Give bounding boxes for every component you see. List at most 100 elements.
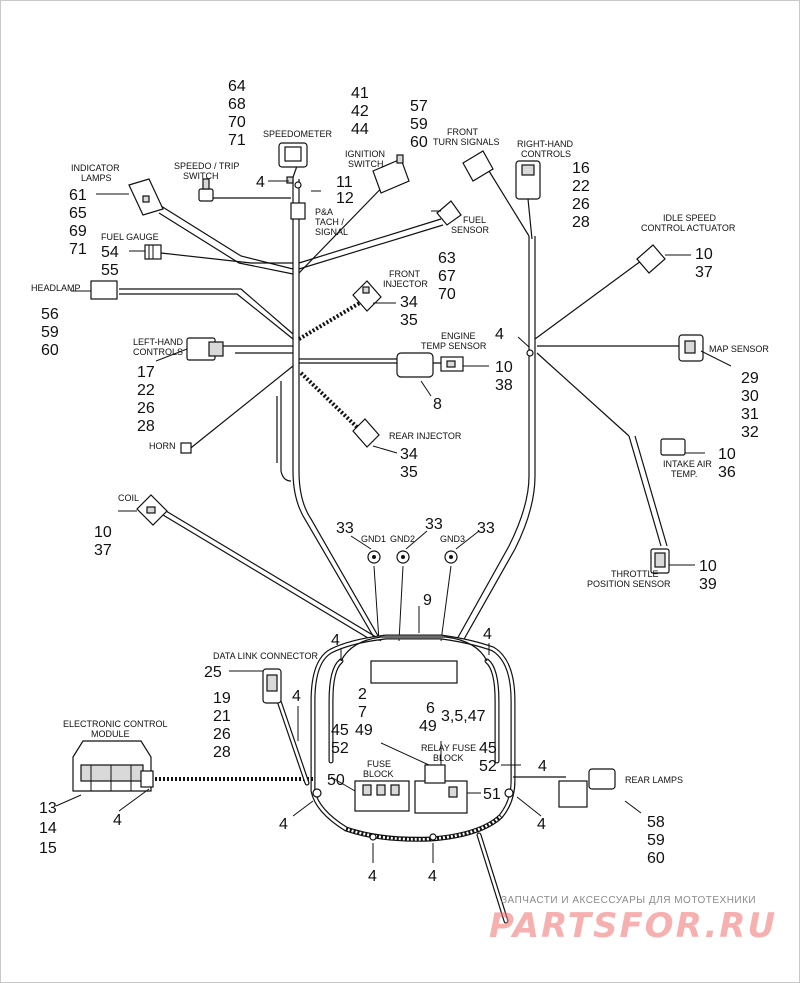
label-right-hand-1: RIGHT-HAND <box>517 139 574 149</box>
callout: 69 <box>69 223 87 240</box>
callout: 4 <box>279 816 288 833</box>
label-map-sensor: MAP SENSOR <box>709 344 769 354</box>
callout: 25 <box>204 664 222 681</box>
callout: 42 <box>351 103 369 120</box>
callout: 34 <box>400 294 418 311</box>
callout: 28 <box>572 214 590 231</box>
label-fuse-2: BLOCK <box>363 769 394 779</box>
callout: 22 <box>137 382 155 399</box>
callout: 32 <box>741 424 759 441</box>
data-link-connector-component <box>262 668 282 704</box>
label-relay-1: RELAY FUSE <box>421 743 476 753</box>
callout: 56 <box>41 306 59 323</box>
label-throttle-2: POSITION SENSOR <box>587 579 671 589</box>
callout: 4 <box>537 816 546 833</box>
fuse-block-component <box>354 780 410 812</box>
callout: 54 <box>101 244 119 261</box>
callout: 68 <box>228 96 246 113</box>
coil-component <box>136 494 168 526</box>
callout: 4 <box>256 174 265 191</box>
callout: 34 <box>400 446 418 463</box>
map-sensor-component <box>678 334 704 362</box>
callout: 4 <box>292 688 301 705</box>
callout: 70 <box>438 286 456 303</box>
callout-numbers: 64 68 70 71 41 42 44 57 59 60 16 22 26 2… <box>39 78 759 885</box>
callout: 37 <box>94 542 112 559</box>
callout: 4 <box>495 326 504 343</box>
label-idle-2: CONTROL ACTUATOR <box>641 223 736 233</box>
label-idle-1: IDLE SPEED <box>663 213 717 223</box>
callout: 10 <box>695 246 713 263</box>
leader-lines <box>55 180 732 863</box>
callout: 67 <box>438 268 456 285</box>
callout: 10 <box>94 524 112 541</box>
callout: 17 <box>137 364 155 381</box>
callout: 4 <box>483 626 492 643</box>
label-intake-2: TEMP. <box>671 469 697 479</box>
callout: 26 <box>213 726 231 743</box>
callout: 22 <box>572 178 590 195</box>
label-right-hand-2: CONTROLS <box>521 149 571 159</box>
label-speedo-trip-2: SWITCH <box>183 171 219 181</box>
callout: 31 <box>741 406 759 423</box>
label-fuel-sensor-1: FUEL <box>463 215 486 225</box>
callout: 14 <box>39 820 57 837</box>
callout: 50 <box>327 772 345 789</box>
callout: 59 <box>410 116 428 133</box>
gnd2-wire <box>398 565 404 642</box>
idle-speed-actuator-component <box>636 244 666 274</box>
label-intake-1: INTAKE AIR <box>663 459 712 469</box>
headlamp-component <box>90 280 118 300</box>
label-indicator-1: INDICATOR <box>71 163 120 173</box>
label-rear-injector: REAR INJECTOR <box>389 431 462 441</box>
front-turn-signals-component <box>462 150 494 182</box>
label-speedometer: SPEEDOMETER <box>263 129 333 139</box>
callout: 26 <box>572 196 590 213</box>
ignition-switch-component <box>372 154 410 194</box>
ground-lugs <box>367 550 458 564</box>
callout: 33 <box>477 520 495 537</box>
callout: 26 <box>137 400 155 417</box>
label-horn: HORN <box>149 441 176 451</box>
callout: 28 <box>137 418 155 435</box>
label-engine-temp-2: TEMP SENSOR <box>421 341 487 351</box>
callout: 57 <box>410 98 428 115</box>
callout: 52 <box>331 740 349 757</box>
callout: 28 <box>213 744 231 761</box>
callout: 4 <box>538 758 547 775</box>
callout: 45 <box>479 740 497 757</box>
callout: 58 <box>647 814 665 831</box>
intake-air-temp-component <box>660 438 686 456</box>
callout: 41 <box>351 85 369 102</box>
callout: 13 <box>39 800 57 817</box>
gnd3-wire <box>440 565 452 642</box>
callout: 16 <box>572 160 590 177</box>
component-labels: SPEEDOMETER SPEEDO / TRIP SWITCH INDICAT… <box>31 127 769 785</box>
callout: 59 <box>647 832 665 849</box>
watermark-logo: PARTSFOR.RU <box>489 906 777 946</box>
callout: 44 <box>351 121 369 138</box>
label-ecm-1: ELECTRONIC CONTROL <box>63 719 168 729</box>
horn-component <box>180 442 192 454</box>
left-hand-controls-component <box>186 337 224 361</box>
callout: 33 <box>336 520 354 537</box>
callout: 64 <box>228 78 246 95</box>
callout: 36 <box>718 464 736 481</box>
label-fuse-1: FUSE <box>367 759 391 769</box>
harness-trunks <box>276 170 681 642</box>
watermark-tagline: ЗАПЧАСТИ И АКСЕССУАРЫ ДЛЯ МОТОТЕХНИКИ <box>501 895 756 906</box>
callout: 33 <box>425 516 443 533</box>
label-pa-2: TACH / <box>315 217 344 227</box>
harness-branches-left <box>119 165 444 452</box>
label-fuel-gauge: FUEL GAUGE <box>101 232 159 242</box>
rear-injector-component <box>352 418 380 448</box>
callout: 8 <box>433 396 442 413</box>
callout: 60 <box>41 342 59 359</box>
relay-fuse-block-component <box>414 764 468 814</box>
throttle-position-sensor-component <box>650 548 670 574</box>
label-left-hand-1: LEFT-HAND <box>133 337 184 347</box>
engine-temp-sensor-component <box>396 352 464 378</box>
callout: 10 <box>495 359 513 376</box>
callout: 9 <box>423 592 432 609</box>
label-dlc: DATA LINK CONNECTOR <box>213 651 319 661</box>
